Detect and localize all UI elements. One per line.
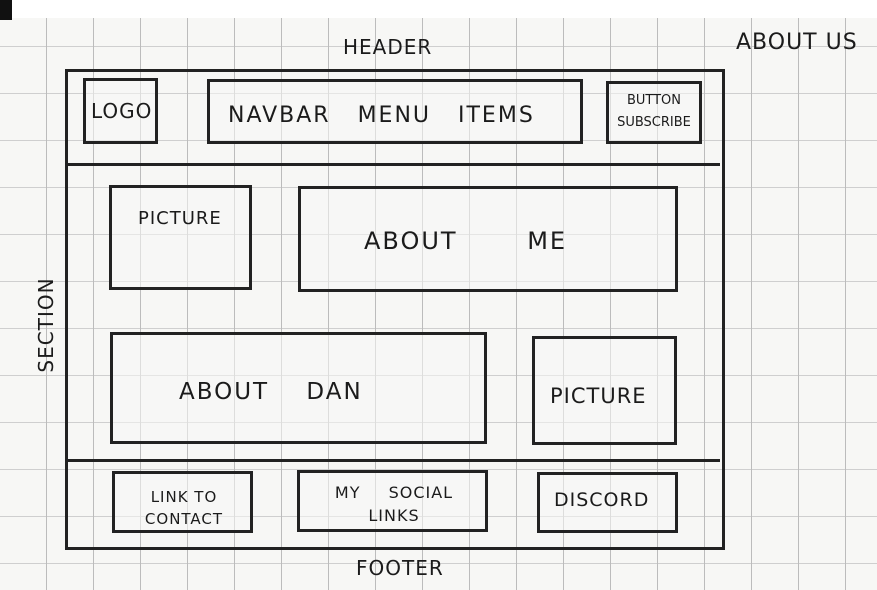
navbar-box: NavBar Menu items <box>207 79 583 144</box>
logo-box: Logo <box>83 78 158 144</box>
about-dan-box: About Dan <box>110 332 487 444</box>
picture-top-text: Picture <box>138 208 222 229</box>
social-links-box: My social links <box>297 470 488 532</box>
button-line-2: Subscribe <box>617 115 691 130</box>
subscribe-button-box: Button Subscribe <box>606 81 702 144</box>
about-us-label: About us <box>736 30 858 55</box>
page-frame <box>65 69 725 550</box>
picture-top-box: Picture <box>109 185 252 290</box>
section-label: Section <box>34 277 58 373</box>
corner-mark <box>0 0 12 20</box>
header-label: Header <box>343 35 433 59</box>
contact-line-1: Link to <box>150 488 218 506</box>
social-line-2: links <box>368 506 420 525</box>
about-me-box: About me <box>298 186 678 292</box>
contact-line-2: contact <box>144 510 224 528</box>
footer-divider <box>66 459 720 462</box>
paper-top-edge <box>0 0 877 18</box>
discord-box: Discord <box>537 472 678 533</box>
contact-link-box: Link to contact <box>112 471 253 533</box>
header-divider <box>66 163 720 166</box>
picture-bottom-box: Picture <box>532 336 677 445</box>
navbar-text: NavBar Menu items <box>228 103 535 128</box>
about-dan-text: About Dan <box>179 379 363 405</box>
social-line-1: My social <box>334 483 454 502</box>
logo-text: Logo <box>91 99 153 123</box>
about-me-text: About me <box>364 227 568 255</box>
discord-text: Discord <box>554 489 650 511</box>
footer-label: Footer <box>356 556 444 580</box>
picture-bottom-text: Picture <box>550 384 647 408</box>
button-line-1: Button <box>626 93 682 108</box>
